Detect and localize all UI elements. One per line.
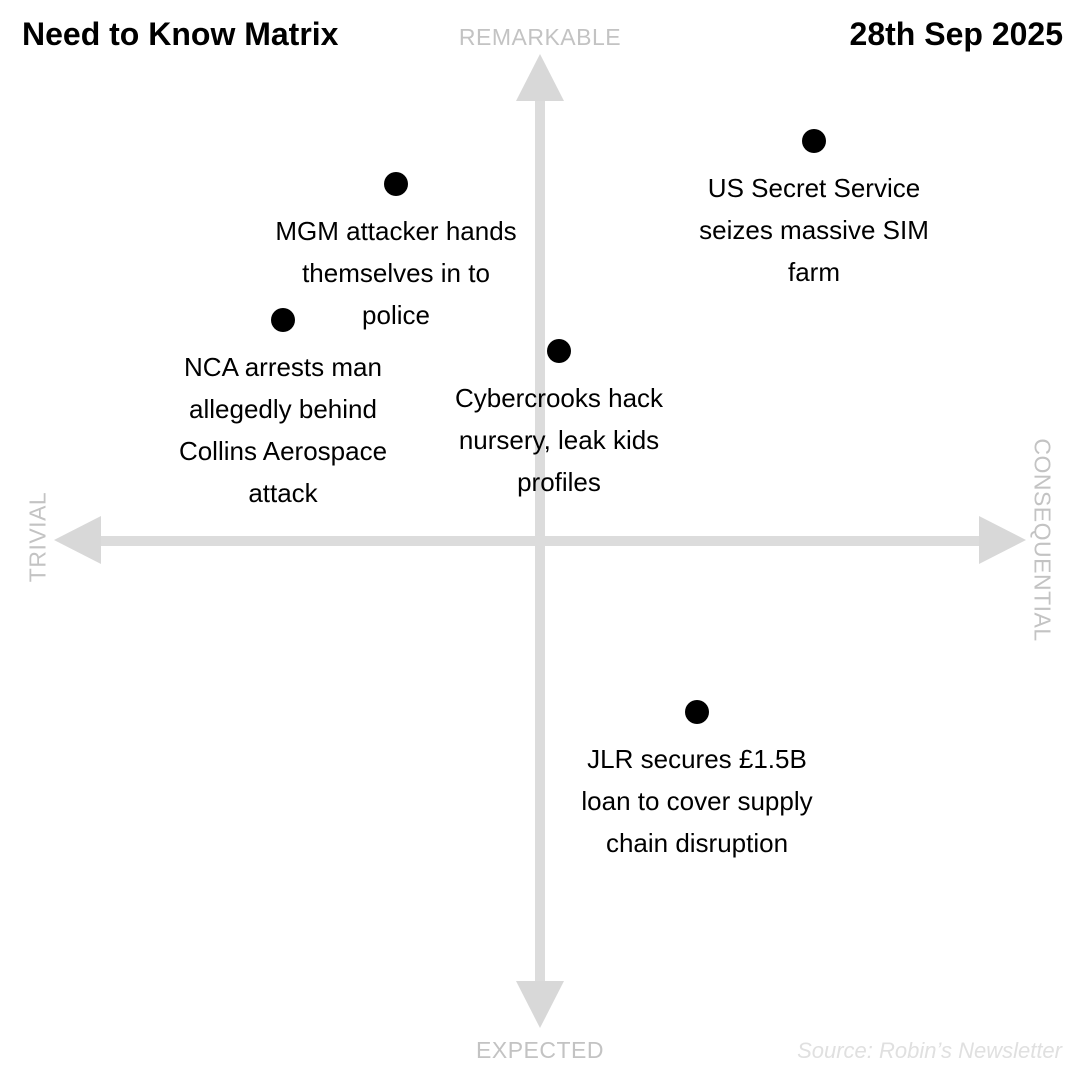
y-axis-bottom-label: EXPECTED	[476, 1037, 604, 1063]
data-point-label: MGM attacker hands themselves in to poli…	[275, 216, 517, 330]
data-point-label: US Secret Service seizes massive SIM far…	[699, 173, 929, 287]
data-point-dot	[271, 308, 295, 332]
data-point-dot	[547, 339, 571, 363]
data-point-label: Cybercrooks hack nursery, leak kids prof…	[454, 383, 664, 497]
arrow-up-icon	[516, 54, 564, 101]
arrow-down-icon	[516, 981, 564, 1028]
x-axis-line	[96, 536, 984, 546]
data-point-dot	[685, 700, 709, 724]
y-axis-top-label: REMARKABLE	[458, 24, 622, 50]
report-date: 28th Sep 2025	[849, 16, 1063, 52]
page-title: Need to Know Matrix	[22, 16, 339, 52]
data-point-dot	[802, 129, 826, 153]
arrow-right-icon	[979, 516, 1026, 564]
x-axis-right-label: CONSEQUENTIAL	[1029, 438, 1056, 642]
x-axis-left-label: TRIVIAL	[24, 491, 51, 583]
data-point-dot	[384, 172, 408, 196]
data-point-label: JLR secures £1.5B loan to cover supply c…	[581, 744, 813, 858]
source-note: Source: Robin’s Newsletter	[797, 1038, 1062, 1063]
arrow-left-icon	[54, 516, 101, 564]
data-point-label: NCA arrests man allegedly behind Collins…	[178, 352, 388, 508]
